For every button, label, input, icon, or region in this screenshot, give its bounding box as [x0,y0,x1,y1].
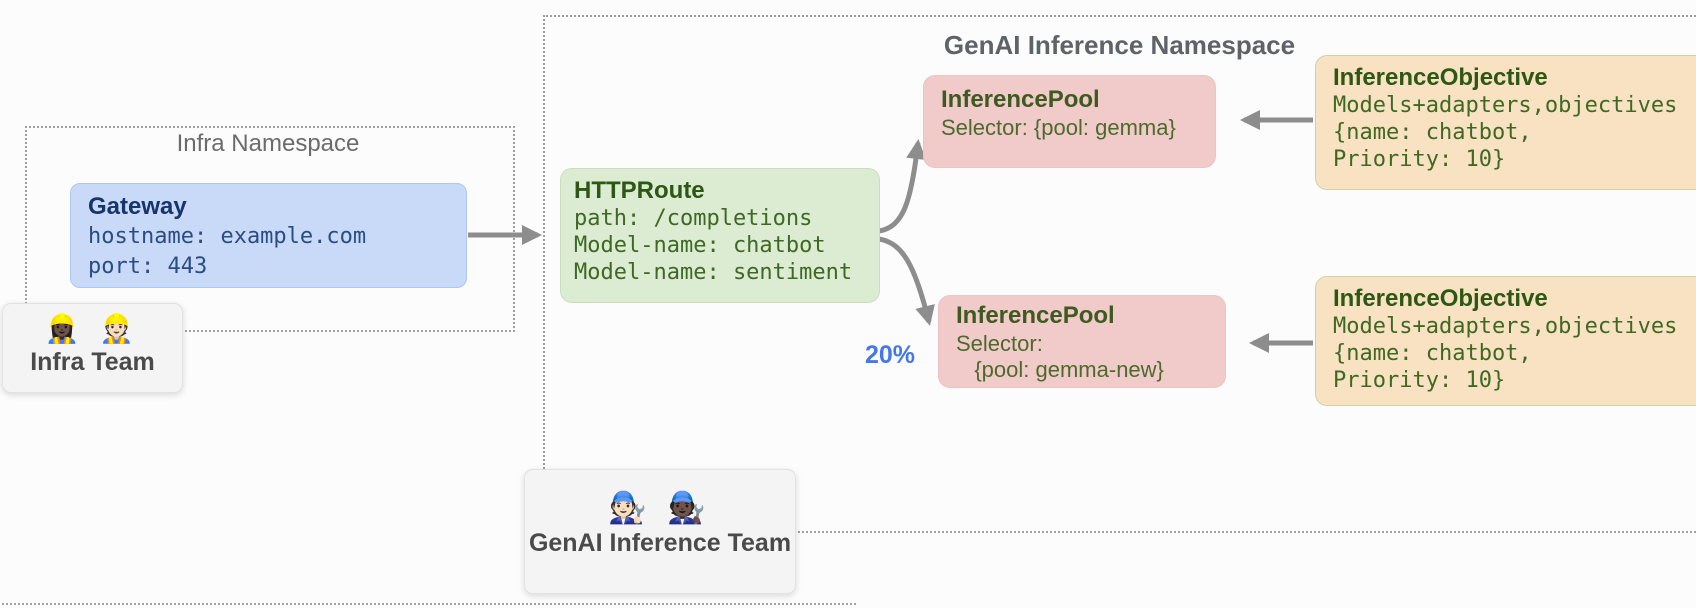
construction-workers-icon: 👷🏿‍♀️ 👷🏻 [44,313,141,344]
traffic-split-percentage: 20% [864,341,916,369]
inference-objective-2-priority: Priority: 10} [1333,368,1506,393]
genai-inference-namespace-box [543,15,1696,533]
gateway-title: Gateway [88,193,187,220]
inference-pool-2-node: InferencePool Selector: {pool: gemma-new… [938,295,1226,388]
inference-pool-1-selector: Selector: {pool: gemma} [941,115,1176,140]
mechanics-icon: 🧑🏻‍🔧 🧑🏿‍🔧 [608,490,712,525]
gateway-port: port: 443 [88,254,208,279]
genai-inference-team-label: GenAI Inference Team [528,529,792,557]
inference-pool-1-title: InferencePool [941,86,1100,113]
httproute-title: HTTPRoute [574,177,705,204]
httproute-model-sentiment: Model-name: sentiment [574,260,853,285]
genai-inference-namespace-title: GenAI Inference Namespace [943,30,1296,60]
httproute-path: path: /completions [574,206,813,231]
infra-team-card: 👷🏿‍♀️ 👷🏻 Infra Team [2,303,183,393]
inference-pool-1-node: InferencePool Selector: {pool: gemma} [923,75,1216,168]
httproute-node: HTTPRoute path: /completions Model-name:… [560,168,880,303]
genai-inference-team-card: 🧑🏻‍🔧 🧑🏿‍🔧 GenAI Inference Team [524,469,796,594]
inference-objective-2-name: {name: chatbot, [1333,341,1532,366]
inference-pool-2-title: InferencePool [956,302,1115,329]
bottom-namespace-partial-border [0,603,856,608]
inference-pool-2-selector-value: {pool: gemma-new} [956,357,1164,382]
httproute-model-chatbot: Model-name: chatbot [574,233,826,258]
infra-team-label: Infra Team [30,348,155,376]
inference-objective-1-title: InferenceObjective [1333,64,1548,91]
inference-pool-2-selector: Selector: [956,331,1043,356]
inference-objective-2-node: InferenceObjective Models+adapters,objec… [1315,276,1696,406]
inference-objective-2-title: InferenceObjective [1333,285,1548,312]
inference-objective-2-models: Models+adapters,objectives [1333,314,1678,339]
infra-namespace-title: Infra Namespace [176,130,360,157]
inference-objective-1-name: {name: chatbot, [1333,120,1532,145]
infra-namespace-box [25,126,515,332]
inference-objective-1-node: InferenceObjective Models+adapters,objec… [1315,55,1696,190]
inference-objective-1-priority: Priority: 10} [1333,147,1506,172]
inference-objective-1-models: Models+adapters,objectives [1333,93,1678,118]
gateway-node: Gateway hostname: example.com port: 443 [70,183,467,288]
gateway-hostname: hostname: example.com [88,224,367,249]
